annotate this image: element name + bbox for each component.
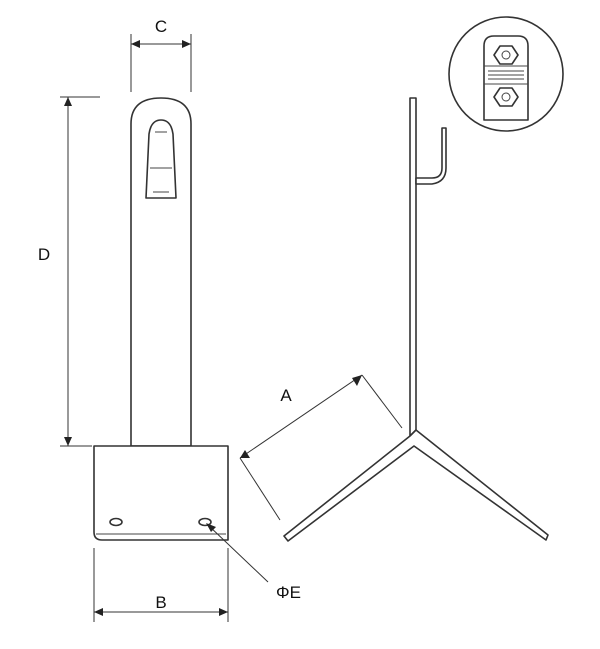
detail-bolt-bottom — [493, 87, 519, 107]
label-a: A — [280, 386, 292, 405]
mount-hole — [198, 517, 212, 527]
slot-opening — [145, 119, 177, 199]
dimension-b: B — [93, 548, 229, 622]
label-e: ΦE — [276, 583, 301, 602]
dimension-d: D — [38, 96, 100, 447]
detail-bolt-top — [493, 45, 519, 65]
hook-clip — [415, 127, 447, 185]
label-b: B — [155, 593, 166, 612]
dimension-e: ΦE — [206, 523, 301, 602]
vertical-blade — [409, 97, 417, 437]
label-c: C — [155, 17, 167, 36]
front-view — [93, 97, 229, 541]
mount-hole — [109, 517, 123, 527]
base-plate — [93, 445, 229, 541]
detail-view — [448, 16, 564, 132]
dimension-c: C — [130, 17, 192, 92]
side-view — [283, 97, 549, 542]
dimension-a: A — [239, 374, 403, 521]
label-d: D — [38, 245, 50, 264]
base-legs — [283, 429, 549, 542]
